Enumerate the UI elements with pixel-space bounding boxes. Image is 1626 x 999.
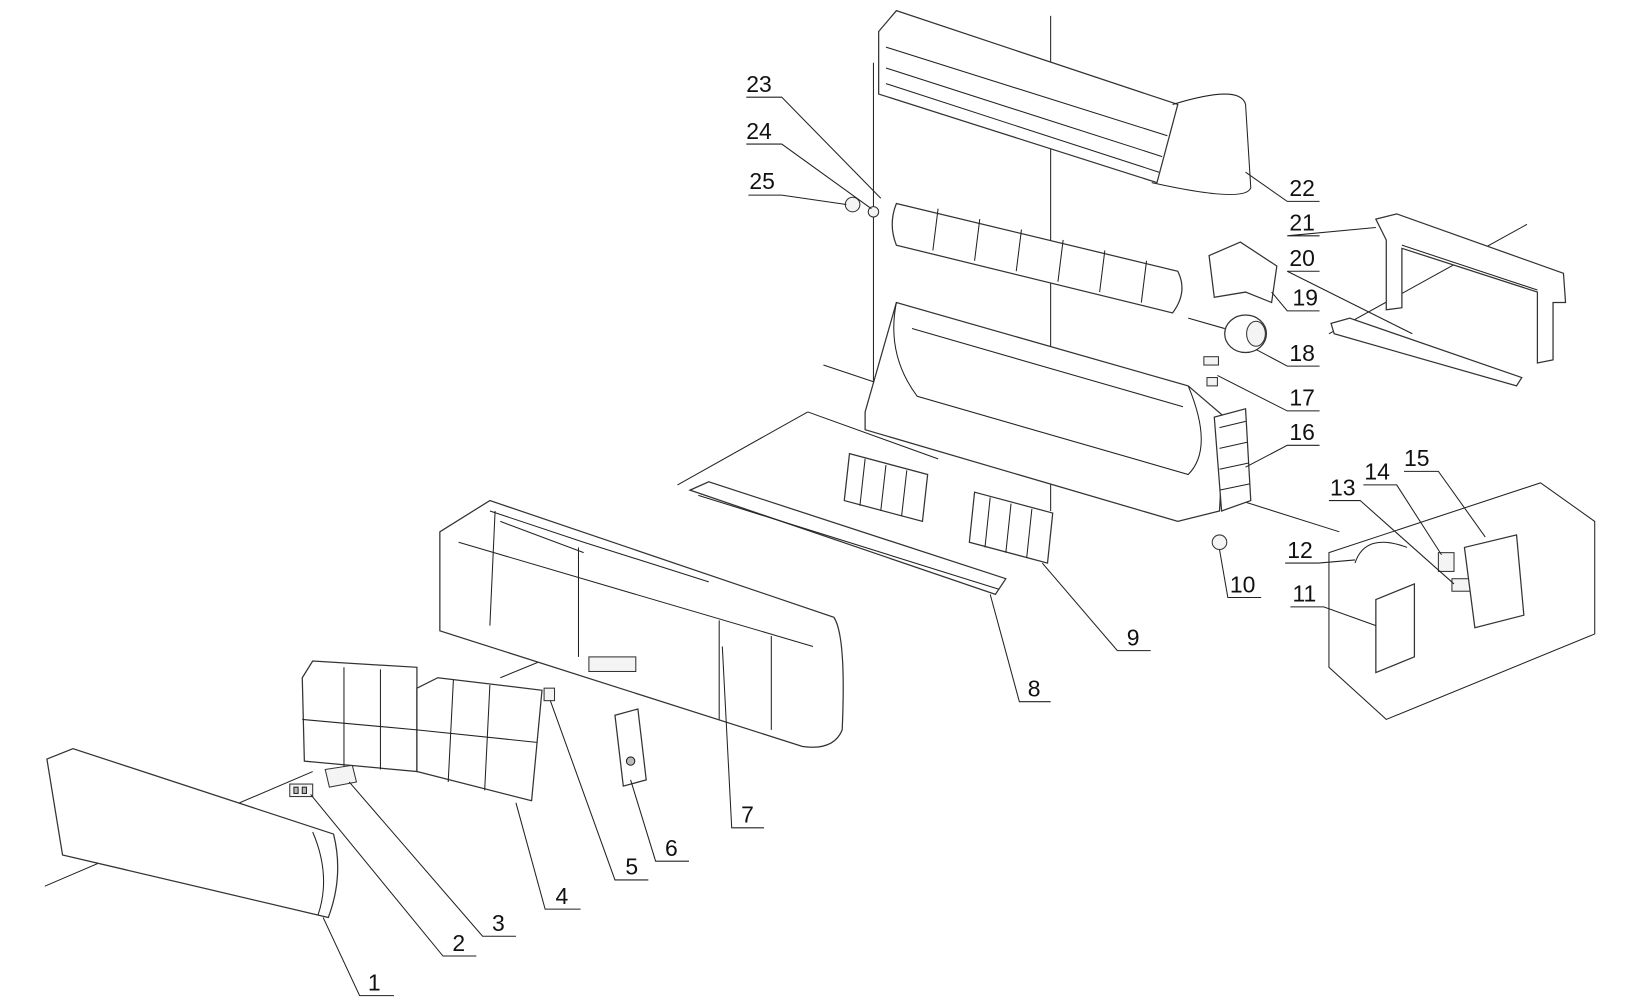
clip-part <box>1203 356 1219 387</box>
small-sensor <box>543 687 556 702</box>
callout-5: 5 <box>625 854 638 880</box>
callout-15: 15 <box>1404 445 1430 471</box>
control-board <box>1463 534 1525 629</box>
display-board <box>289 783 314 798</box>
callout-18: 18 <box>1289 340 1315 366</box>
callout-10: 10 <box>1230 571 1256 597</box>
callout-7: 7 <box>741 802 754 828</box>
callout-6: 6 <box>665 835 678 861</box>
callout-3: 3 <box>492 910 505 936</box>
callout-20: 20 <box>1289 245 1315 271</box>
display-cover <box>324 764 358 788</box>
callout-16: 16 <box>1289 419 1315 445</box>
callout-9: 9 <box>1127 624 1140 650</box>
vertical-louvers <box>843 452 1054 564</box>
bearing <box>867 206 880 218</box>
front-case <box>439 499 844 748</box>
callout-12: 12 <box>1287 537 1313 563</box>
cross-flow-fan <box>891 202 1183 314</box>
callout-21: 21 <box>1289 210 1315 236</box>
callout-22: 22 <box>1289 175 1315 201</box>
air-filters <box>301 660 543 802</box>
connecting-pipe <box>1330 317 1523 387</box>
callout-17: 17 <box>1289 385 1315 411</box>
box-cover <box>1375 582 1416 674</box>
callout-14: 14 <box>1364 459 1390 485</box>
callout-19: 19 <box>1292 285 1318 311</box>
callout-8: 8 <box>1028 675 1041 701</box>
callout-1: 1 <box>368 969 381 995</box>
drain-cap <box>1211 534 1228 551</box>
fan-motor <box>1188 314 1268 354</box>
callout-4: 4 <box>556 883 569 909</box>
callout-24: 24 <box>746 118 772 144</box>
sensor-wire <box>1354 541 1408 564</box>
callout-leaders <box>310 96 1486 997</box>
evaporator <box>878 9 1252 196</box>
callout-labels: 1 2 3 4 5 6 7 8 9 10 11 12 13 14 15 16 1… <box>368 71 1430 995</box>
callout-25: 25 <box>749 168 775 194</box>
transformer <box>1437 552 1455 572</box>
electrical-box-outline <box>1328 482 1596 721</box>
assembly-axes <box>44 15 1528 887</box>
callout-2: 2 <box>452 930 465 956</box>
terminal-cover <box>614 708 647 787</box>
mounting-plate <box>1374 213 1567 364</box>
front-panel <box>46 747 339 919</box>
callout-13: 13 <box>1330 474 1356 500</box>
base-chassis <box>864 301 1252 523</box>
callout-11: 11 <box>1292 581 1316 607</box>
motor-cover <box>1208 241 1278 304</box>
horizontal-louver <box>688 481 1007 596</box>
callout-23: 23 <box>746 71 772 97</box>
